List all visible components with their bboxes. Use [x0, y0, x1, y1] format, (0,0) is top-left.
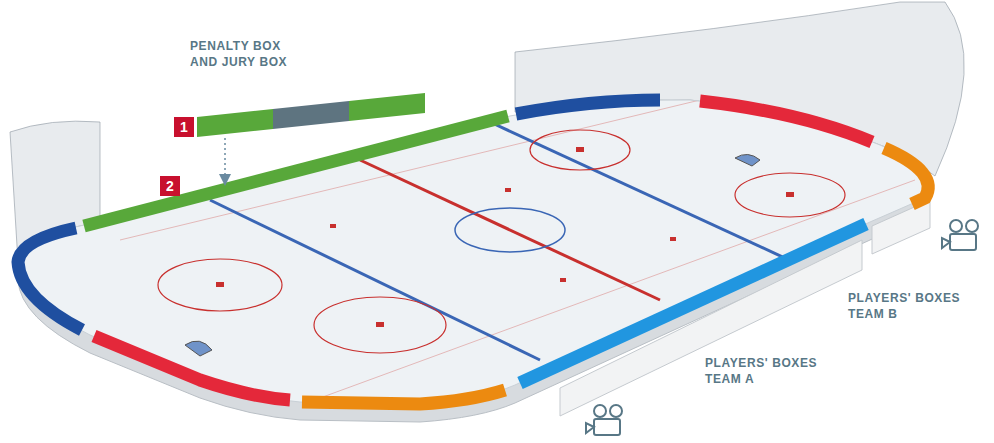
- area-label: PLAYERS' BOXES TEAM B: [848, 290, 976, 322]
- area-label: PLAYERS' BOXES TEAM A: [705, 355, 833, 387]
- area-label: PENALTY BOX AND JURY BOX: [190, 38, 294, 70]
- callout-text: 1: [180, 119, 188, 135]
- camera-icon: [586, 405, 622, 435]
- callout-number: 1: [174, 117, 194, 137]
- camera-icon: [942, 220, 978, 250]
- callout-number: 2: [160, 176, 180, 196]
- callout-text: 2: [166, 178, 174, 194]
